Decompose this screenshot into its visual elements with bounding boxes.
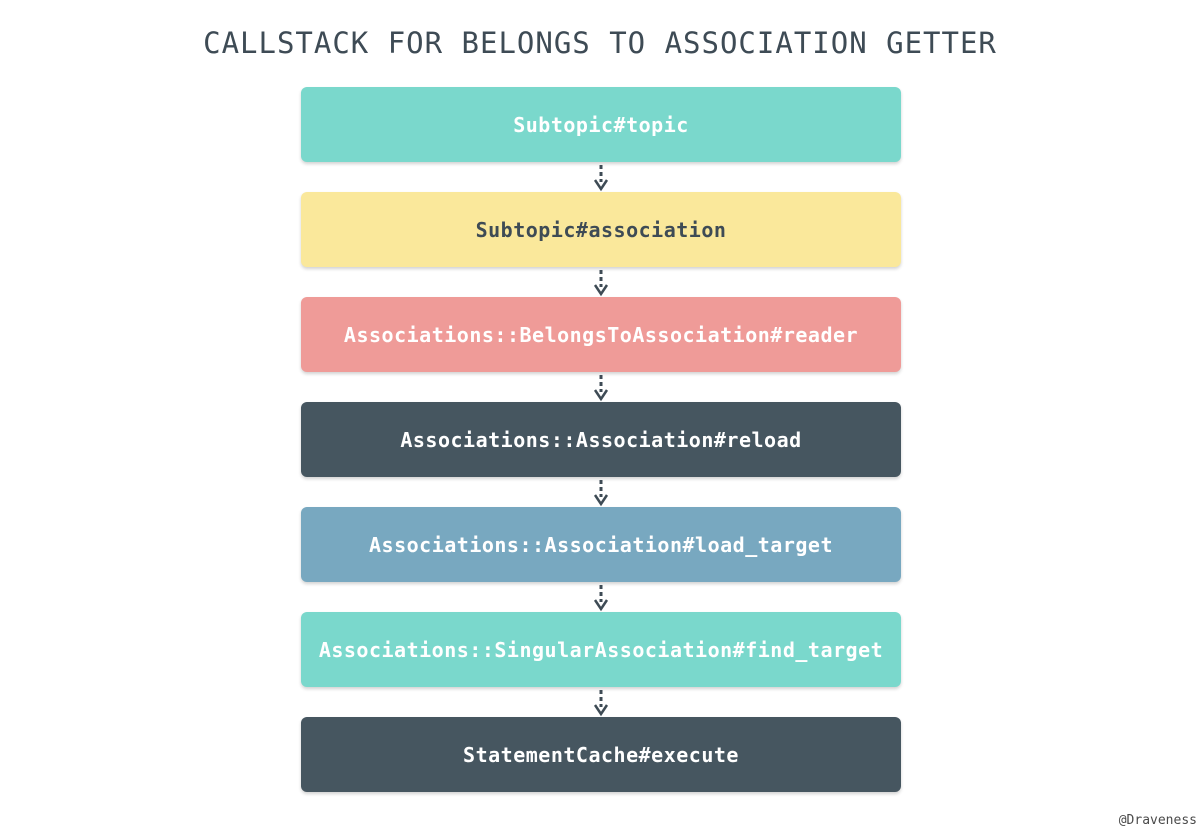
step-label: Associations::BelongsToAssociation#reade… xyxy=(343,322,859,347)
down-arrow-icon xyxy=(301,687,901,717)
step-subtopic-association: Subtopic#association xyxy=(301,192,901,267)
diagram-title: CALLSTACK FOR BELONGS TO ASSOCIATION GET… xyxy=(203,26,997,60)
down-arrow-icon xyxy=(301,162,901,192)
down-arrow-icon xyxy=(301,477,901,507)
step-label: Subtopic#association xyxy=(475,217,727,242)
step-label: Associations::Association#reload xyxy=(400,427,802,452)
down-arrow-icon xyxy=(301,372,901,402)
step-singular-association-find-target: Associations::SingularAssociation#find_t… xyxy=(301,612,901,687)
down-arrow-icon xyxy=(301,582,901,612)
step-subtopic-topic: Subtopic#topic xyxy=(301,87,901,162)
step-belongs-to-association-reader: Associations::BelongsToAssociation#reade… xyxy=(301,297,901,372)
step-label: Subtopic#topic xyxy=(513,112,689,137)
step-label: Associations::Association#load_target xyxy=(368,532,834,557)
callstack: Subtopic#topic Subtopic#association Asso… xyxy=(301,87,901,792)
step-statement-cache-execute: StatementCache#execute xyxy=(301,717,901,792)
step-label: StatementCache#execute xyxy=(463,742,739,767)
step-label: Associations::SingularAssociation#find_t… xyxy=(318,637,884,662)
step-association-reload: Associations::Association#reload xyxy=(301,402,901,477)
step-association-load-target: Associations::Association#load_target xyxy=(301,507,901,582)
author-credit: @Draveness xyxy=(1118,813,1197,828)
down-arrow-icon xyxy=(301,267,901,297)
